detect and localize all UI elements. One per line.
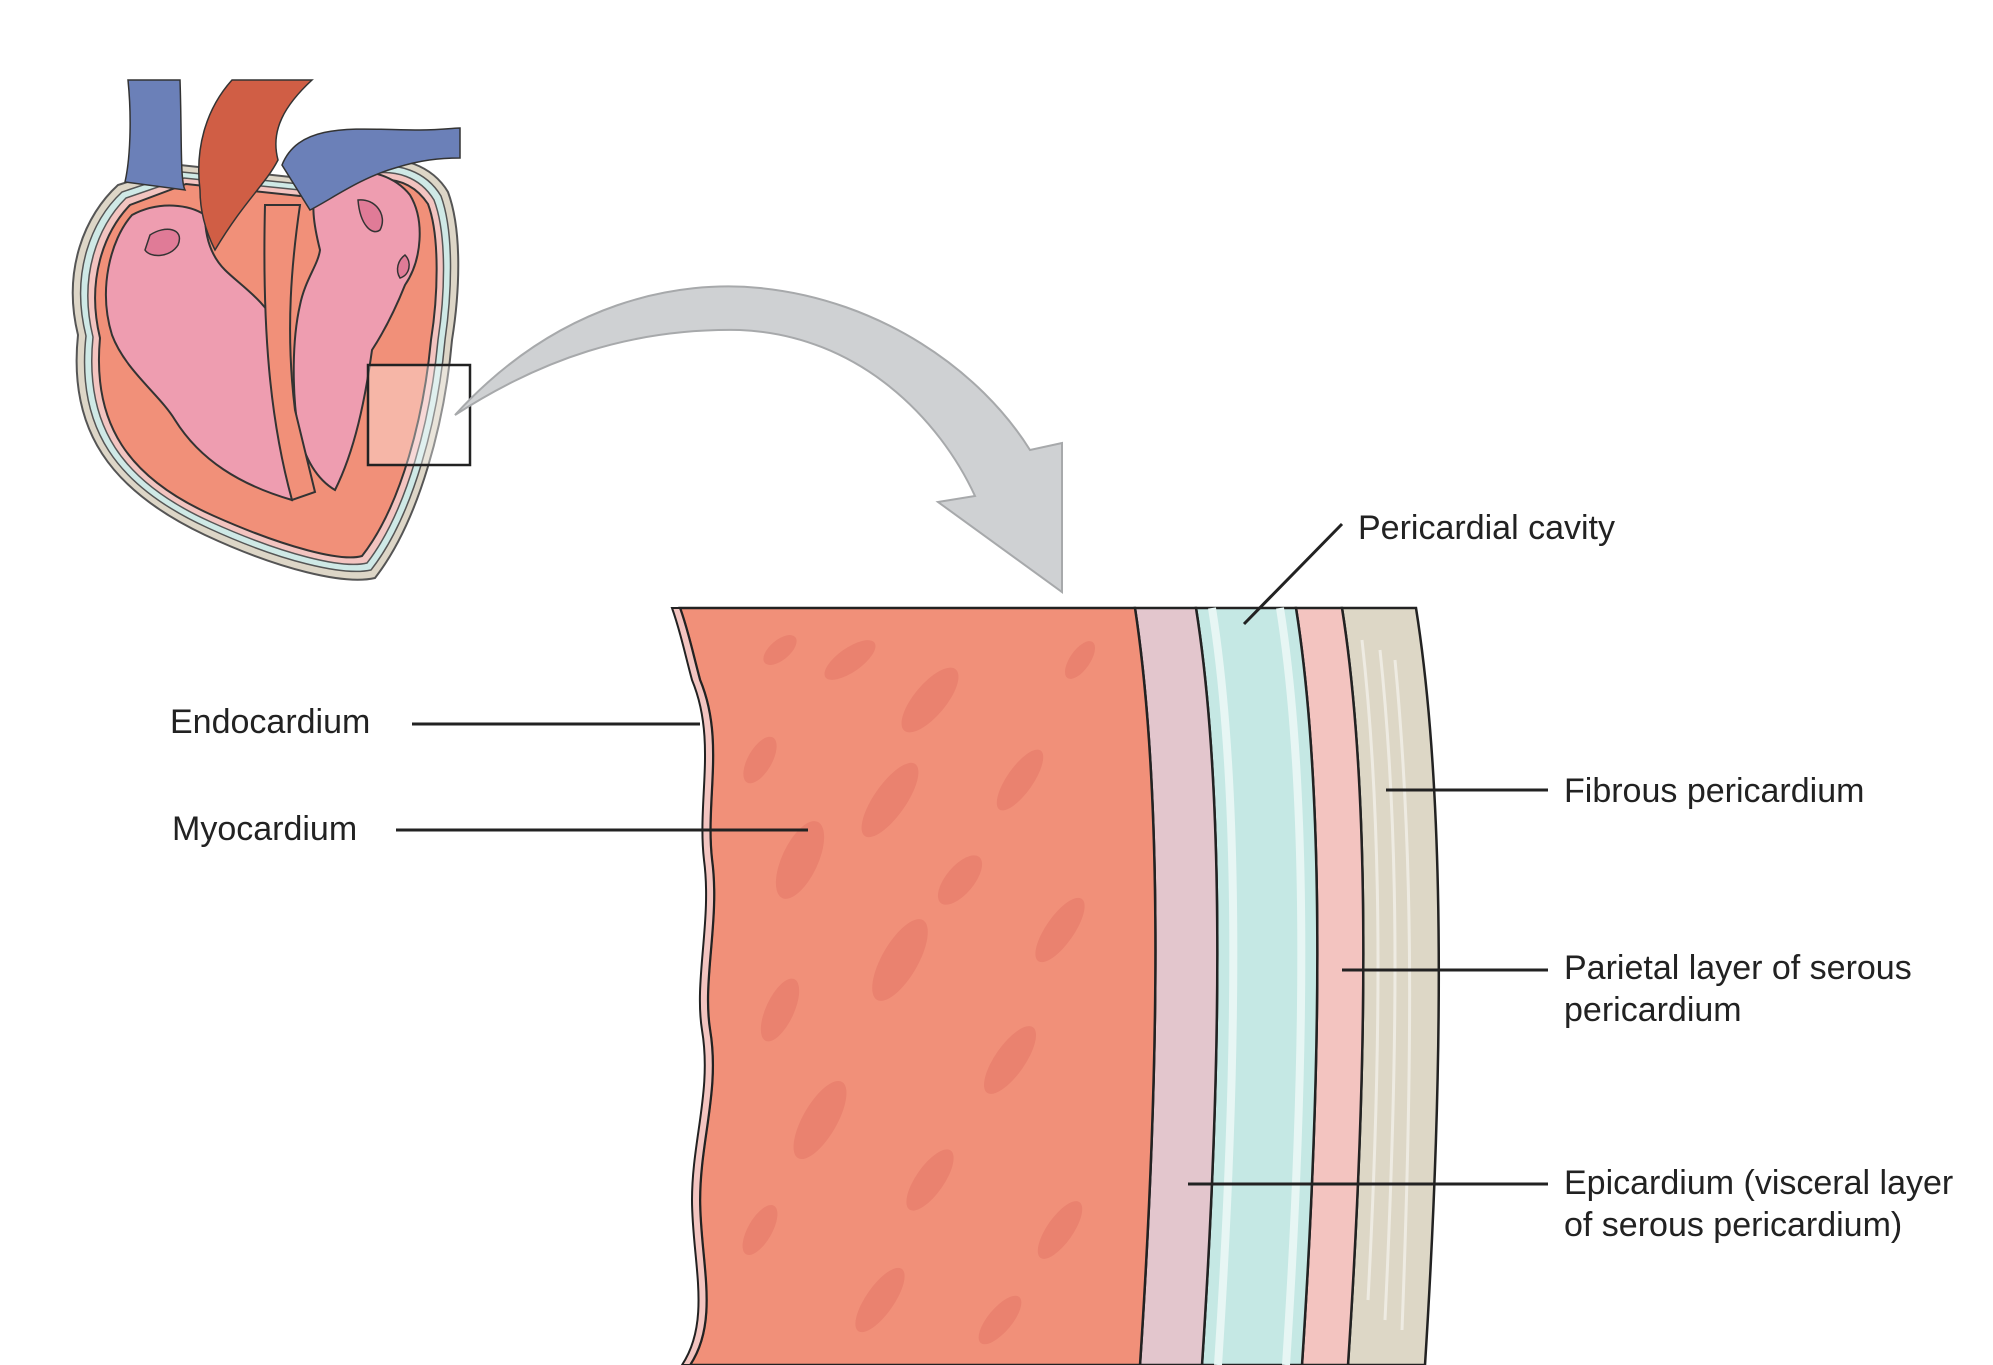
heart-wall-section: [670, 606, 1440, 1365]
muscle-fiber: [996, 749, 1044, 811]
muscle-fiber: [1064, 641, 1096, 679]
muscle-fiber: [1035, 897, 1085, 963]
label-myocardium: Myocardium: [172, 810, 358, 848]
label-epicardium: Epicardium (visceral layer of serous per…: [1564, 1162, 1953, 1246]
muscle-fiber: [742, 1205, 778, 1255]
label-pericardial-cavity: Pericardial cavity: [1358, 509, 1615, 547]
label-epicardium-line1: Epicardium (visceral layer: [1564, 1164, 1954, 1202]
muscle-fiber: [872, 919, 928, 1001]
heart-valve-right-2: [396, 254, 410, 279]
heart-valve-right: [357, 199, 384, 233]
leader-pericardial-cavity: [1242, 522, 1344, 626]
muscle-fiber: [760, 978, 800, 1042]
zoom-arrow: [454, 285, 1063, 594]
muscle-fiber: [855, 1267, 905, 1333]
fibrous-fiber-lines: [1360, 639, 1412, 1331]
muscle-fiber: [743, 736, 777, 784]
label-parietal-line1: Parietal layer of serous: [1564, 949, 1912, 987]
myocardium-texture: [742, 635, 1096, 1345]
heart-left-atrium-ventricle: [292, 169, 421, 492]
heart-septum: [263, 204, 317, 502]
label-endocardium: Endocardium: [170, 703, 371, 741]
endocardium-layer: [670, 607, 716, 1365]
muscle-fiber: [983, 1026, 1037, 1094]
label-epicardium-line2: of serous pericardium): [1564, 1206, 1903, 1244]
muscle-fiber: [824, 640, 876, 680]
zoom-region-box: [366, 363, 472, 467]
muscle-fiber: [906, 1149, 954, 1211]
muscle-fiber: [793, 1080, 847, 1160]
muscle-fiber: [861, 762, 919, 838]
label-parietal-line2: pericardium: [1564, 991, 1742, 1029]
heart-illustration: [71, 79, 472, 581]
aorta: [198, 79, 314, 252]
muscle-fiber: [901, 667, 959, 733]
leader-lines: [396, 522, 1548, 1186]
label-fibrous-pericardium: Fibrous pericardium: [1564, 772, 1865, 810]
muscle-fiber: [1037, 1201, 1083, 1259]
label-parietal-layer: Parietal layer of serous pericardium: [1564, 947, 1912, 1031]
muscle-fiber: [763, 635, 797, 665]
muscle-fiber: [775, 821, 825, 899]
pulmonary-vein: [281, 127, 461, 211]
heart-valve-left: [144, 228, 181, 257]
muscle-fiber: [978, 1295, 1022, 1345]
muscle-fiber: [937, 855, 983, 905]
superior-vena-cava: [124, 79, 187, 191]
cavity-inner-edge: [1208, 607, 1306, 1365]
